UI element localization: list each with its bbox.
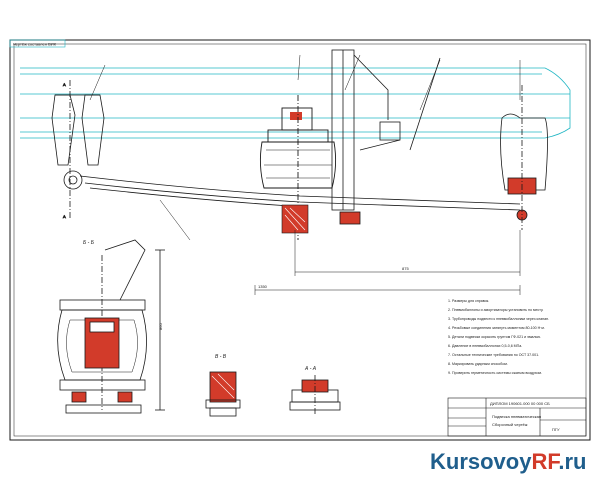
leader-lines — [89, 54, 521, 241]
tb-product-name: Подвеска пневматическая — [492, 414, 541, 419]
section-vv — [205, 371, 241, 417]
section-bb — [57, 239, 165, 414]
stamp-label: Чертёж составлен ВИК — [13, 42, 57, 47]
note-1: 1. Размеры для справок. — [448, 299, 489, 303]
tb-doc-type: Сборочный чертёж — [492, 422, 528, 427]
dim-1350: 1350 — [258, 284, 268, 289]
watermark-part1: Kursovoy — [430, 449, 532, 474]
note-7: 7. Остальные технические требования по О… — [448, 353, 539, 357]
frame-rail — [20, 67, 571, 139]
dimension-lines — [254, 230, 521, 295]
note-9: 9. Проверить герметичность системы сжаты… — [448, 371, 542, 375]
front-bracket: А А — [51, 80, 105, 220]
dim-875: 875 — [402, 266, 409, 271]
note-6: 6. Давление в пневмобаллонах 0,5-0,6 МПа… — [448, 344, 522, 348]
axle-mount — [281, 204, 309, 234]
section-label-bb: Б - Б — [83, 240, 95, 246]
site-watermark: KursovoyRF.ru — [430, 447, 600, 477]
note-4: 4. Резьбовые соединения затянуть моменто… — [448, 326, 545, 330]
cut-label-a-top: А — [63, 82, 66, 87]
note-8: 8. Маркировать ударным способом. — [448, 362, 508, 366]
stamp-box: Чертёж составлен ВИК — [9, 39, 66, 48]
tb-company: ПГУ — [552, 427, 560, 432]
leaf-spring — [79, 175, 521, 211]
rear-bracket — [500, 85, 548, 230]
cut-label-a-bottom: А — [63, 214, 66, 219]
tb-designation: ДИПЛОМ 190601.000 00 000 СБ — [490, 401, 550, 406]
note-3: 3. Трубопроводы подвести к пневмобаллона… — [448, 317, 549, 321]
watermark-part3: .ru — [558, 449, 587, 474]
watermark-part2: RF — [531, 449, 559, 474]
section-label-aa: А - А — [304, 366, 317, 372]
shock-absorber — [331, 49, 389, 225]
technical-notes: 1. Размеры для справок. 2. Пневмобаллоны… — [448, 299, 549, 375]
note-5: 5. Детали подвески окрасить грунтом ГФ-0… — [448, 335, 541, 339]
level-valve — [359, 57, 441, 151]
note-2: 2. Пневмобаллоны и амортизаторы установи… — [448, 308, 543, 312]
dim-860: 860 — [158, 323, 163, 330]
title-block — [447, 397, 587, 437]
drawing-frame — [9, 39, 591, 441]
section-label-vv: В - В — [215, 354, 227, 360]
inner-frame — [13, 43, 587, 437]
section-aa — [289, 375, 341, 415]
